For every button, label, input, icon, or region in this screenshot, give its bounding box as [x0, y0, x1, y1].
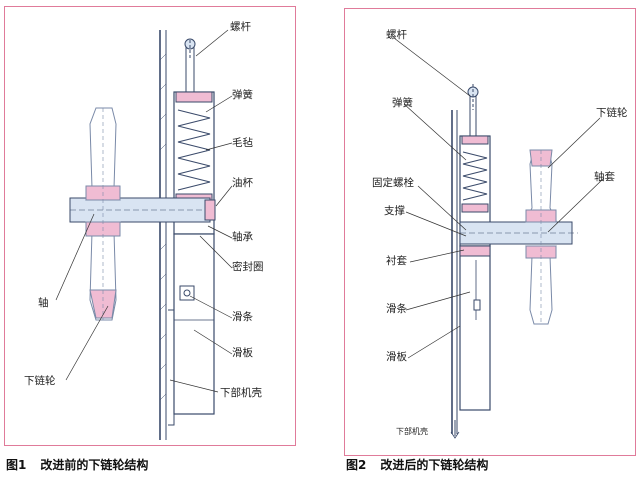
label-seal-ring-1: 密封圈 [232, 260, 264, 273]
figure2-labels: 螺杆 弹簧 下链轮 固定螺栓 轴套 支撑 衬套 滑条 滑板 下部机壳 [372, 28, 628, 436]
label-slide-plate-2: 滑板 [386, 350, 407, 363]
label-lower-casing-2: 下部机壳 [396, 426, 428, 436]
figure2-caption: 图2 改进后的下链轮结构 [346, 456, 488, 473]
label-spring-2: 弹簧 [392, 96, 413, 109]
figure2-caption-title: 改进后的下链轮结构 [380, 458, 489, 472]
label-lower-sprocket-2: 下链轮 [596, 106, 628, 119]
figure1-caption-number: 图1 [6, 458, 27, 472]
figure1-labels: 螺杆 弹簧 毛毡 油杯 轴承 密封圈 滑条 滑板 下部机壳 轴 下链轮 [24, 20, 264, 399]
label-oil-cup-1: 油杯 [232, 176, 253, 189]
label-lower-casing-1: 下部机壳 [220, 386, 262, 399]
figure2-sprocket [525, 149, 557, 325]
label-screw-rod-1: 螺杆 [230, 20, 251, 33]
label-support-2: 支撑 [384, 204, 405, 217]
figure2-caption-number: 图2 [346, 458, 367, 472]
label-bushing-2: 衬套 [386, 254, 407, 267]
label-felt-1: 毛毡 [232, 136, 253, 149]
figure1-drawing [55, 29, 233, 440]
label-shaft-1: 轴 [38, 296, 49, 309]
label-lower-sprocket-1: 下链轮 [24, 374, 56, 387]
label-slide-bar-1: 滑条 [232, 310, 253, 323]
figure1-caption-title: 改进前的下链轮结构 [40, 458, 149, 472]
figure2-drawing [393, 37, 605, 439]
label-bearing-1: 轴承 [232, 230, 253, 243]
figure1-panel [4, 6, 296, 446]
figure1-caption: 图1 改进前的下链轮结构 [6, 456, 148, 473]
label-screw-rod-2: 螺杆 [386, 28, 407, 41]
label-slide-bar-2: 滑条 [386, 302, 407, 315]
label-fixing-bolt-2: 固定螺栓 [372, 176, 414, 189]
label-slide-plate-1: 滑板 [232, 346, 253, 359]
label-shaft-sleeve-2: 轴套 [594, 170, 615, 183]
figure1-sprocket [85, 107, 121, 321]
label-spring-1: 弹簧 [232, 88, 253, 101]
